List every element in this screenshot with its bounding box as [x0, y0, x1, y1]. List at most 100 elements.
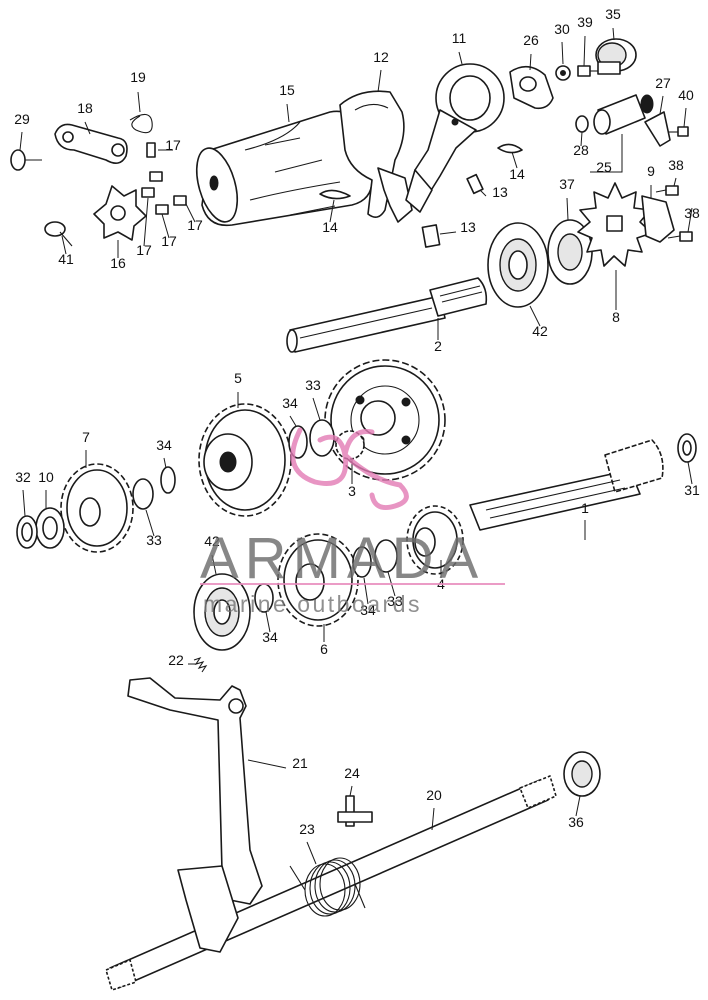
- callout-c33b: 33: [146, 532, 162, 548]
- callout-c34b: 34: [156, 437, 172, 453]
- part-17-pin-c: [141, 187, 155, 198]
- watermark: ARMADA marine outboards: [200, 427, 505, 617]
- callout-c33a: 33: [305, 377, 321, 393]
- part-19-spring: [129, 113, 153, 134]
- part-42-bearing-upper: [487, 222, 549, 308]
- callout-c5: 5: [234, 370, 242, 386]
- watermark-logo-icon: [290, 427, 409, 511]
- callout-c34a: 34: [282, 395, 298, 411]
- part-shift-fork-11: [405, 63, 505, 213]
- part-16-star-plate: [93, 185, 147, 241]
- part-6-gear: [277, 533, 359, 627]
- callout-c13a: 13: [492, 184, 508, 200]
- callout-c17c: 17: [161, 233, 177, 249]
- callout-c17a: 17: [165, 137, 181, 153]
- part-13-pin-upper: [466, 173, 484, 195]
- callout-c34c: 34: [360, 602, 376, 618]
- callout-c34d: 34: [262, 629, 278, 645]
- part-21-shift-arm: [127, 677, 263, 953]
- callout-c2: 2: [434, 338, 442, 354]
- part-42-bearing-lower: [193, 573, 251, 651]
- callout-c26: 26: [523, 32, 539, 48]
- part-17-pin-a: [146, 142, 156, 158]
- callout-c20: 20: [426, 787, 442, 803]
- callout-c32: 32: [15, 469, 31, 485]
- leader-lines: [19, 27, 693, 865]
- part-shift-fork-12: [339, 90, 413, 223]
- part-5-gear: [198, 403, 292, 517]
- part-27-contact: [644, 111, 671, 147]
- part-3-gear: [324, 359, 446, 481]
- callout-c33c: 33: [387, 593, 403, 609]
- part-37-oil-seal: [547, 219, 593, 285]
- part-39-bolt: [577, 65, 600, 77]
- part-38-bolt-b: [667, 231, 693, 242]
- callout-c22: 22: [168, 652, 184, 668]
- callout-c12: 12: [373, 49, 389, 65]
- callout-c14a: 14: [509, 166, 525, 182]
- callout-c42a: 42: [532, 323, 548, 339]
- part-23-return-spring: [289, 857, 366, 917]
- callout-c6: 6: [320, 641, 328, 657]
- part-30-washer: [555, 65, 571, 81]
- callout-c21: 21: [292, 755, 308, 771]
- callout-c10: 10: [38, 469, 54, 485]
- part-1-mainshaft: [469, 439, 664, 531]
- callout-c17b: 17: [136, 242, 152, 258]
- part-18-stopper-arm: [54, 123, 128, 164]
- callout-c19: 19: [130, 69, 146, 85]
- part-7-gear: [60, 463, 134, 553]
- part-25-switch: [593, 94, 654, 135]
- watermark-title: ARMADA: [200, 526, 484, 591]
- part-41-screw: [44, 221, 73, 247]
- callout-c1: 1: [581, 500, 589, 516]
- part-9-fixing-plate: [641, 195, 675, 243]
- part-40-screw: [668, 126, 689, 137]
- callout-c18: 18: [77, 100, 93, 116]
- callout-c35: 35: [605, 6, 621, 22]
- part-31-washer: [677, 433, 697, 463]
- part-4-gear: [406, 505, 464, 575]
- part-17-pin-b: [149, 171, 163, 182]
- callout-c13b: 13: [460, 219, 476, 235]
- part-24-pin: [337, 795, 373, 827]
- part-33-washer-lower: [374, 539, 398, 573]
- callout-c36: 36: [568, 814, 584, 830]
- part-38-bolt-a: [655, 185, 679, 196]
- callout-c39: 39: [577, 14, 593, 30]
- callout-c42b: 42: [204, 533, 220, 549]
- part-26-plate: [509, 65, 554, 110]
- callout-labels: 1234567891011121313141415161717171718192…: [14, 6, 700, 837]
- part-32-washer: [16, 515, 38, 549]
- callout-c23: 23: [299, 821, 315, 837]
- callout-c9: 9: [647, 163, 655, 179]
- part-36-oil-seal: [563, 751, 601, 797]
- part-17-pin-d: [155, 204, 169, 215]
- callout-c11: 11: [452, 30, 467, 46]
- callout-c41: 41: [58, 251, 74, 267]
- callout-c7: 7: [82, 429, 90, 445]
- part-20-shift-spindle: [105, 775, 557, 991]
- callout-c31: 31: [684, 482, 700, 498]
- callout-c15: 15: [279, 82, 295, 98]
- callout-c8: 8: [612, 309, 620, 325]
- callout-c3: 3: [348, 483, 356, 499]
- part-14-clip-upper: [497, 143, 523, 154]
- watermark-subtitle: marine outboards: [203, 591, 422, 617]
- part-34-circlip-lower-right: [352, 546, 372, 578]
- part-22-spring: [193, 656, 208, 673]
- callout-c17d: 17: [187, 217, 203, 233]
- part-8-drive-sprocket: [577, 182, 653, 267]
- callout-c25: 25: [596, 159, 612, 175]
- part-29-bolt: [10, 149, 42, 171]
- part-13-pin-lower: [421, 224, 441, 248]
- callout-c28: 28: [573, 142, 589, 158]
- callout-c16: 16: [110, 255, 126, 271]
- part-10-bushing: [35, 507, 65, 549]
- part-14-clip-lower: [319, 189, 351, 200]
- part-28-o-ring: [575, 115, 589, 133]
- callout-c38a: 38: [668, 157, 684, 173]
- callout-c30: 30: [554, 21, 570, 37]
- part-33-washer-left: [132, 478, 154, 510]
